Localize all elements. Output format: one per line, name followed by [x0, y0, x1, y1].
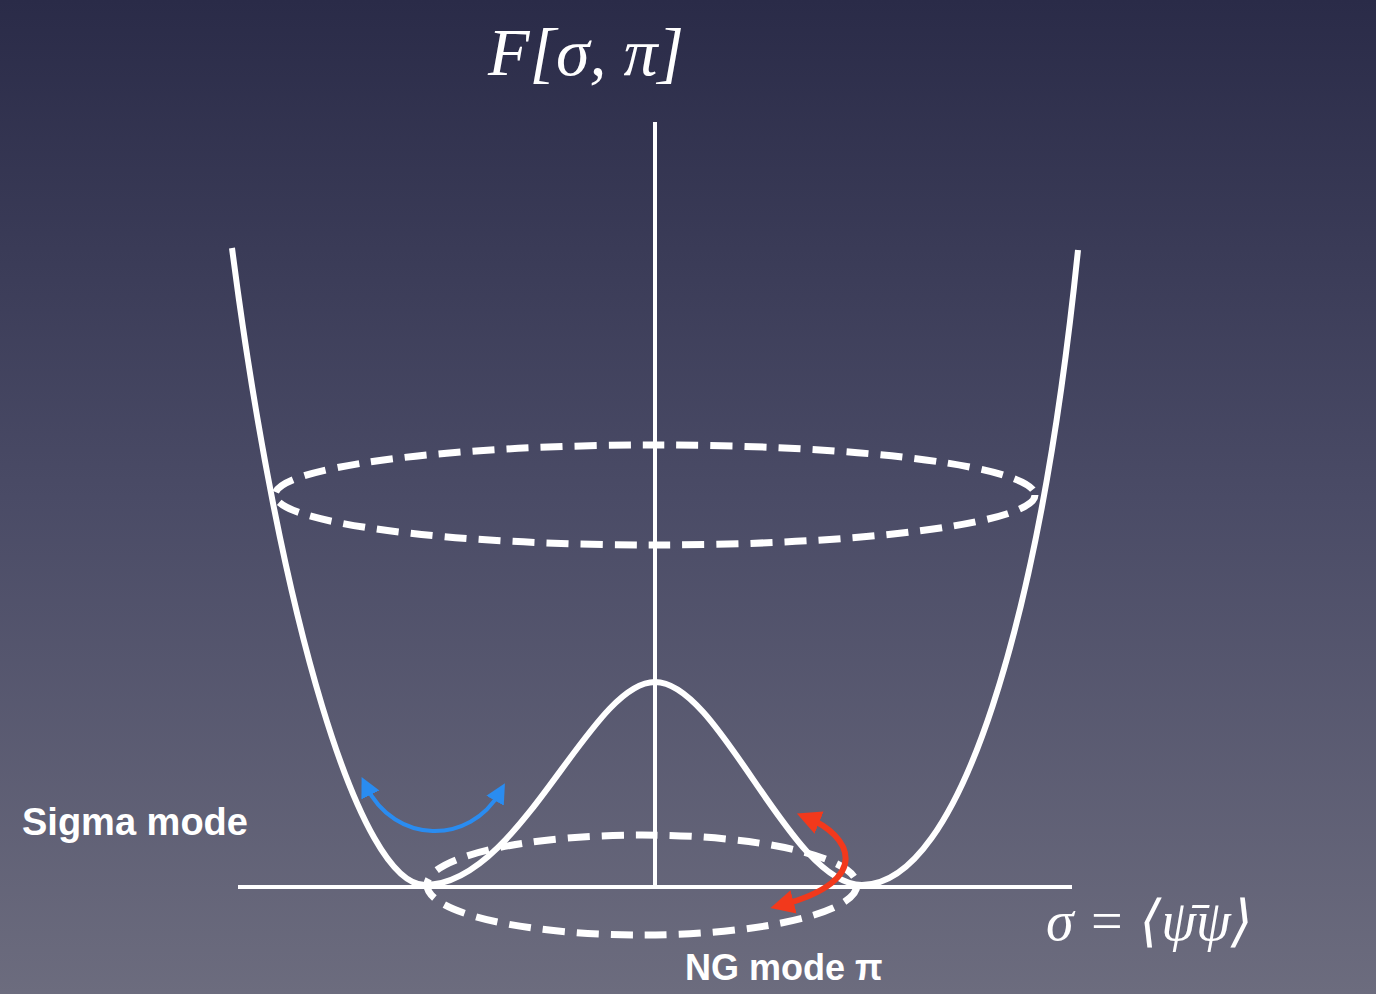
dashed-circle-upper [275, 445, 1035, 545]
axis-label: F[σ, π] [488, 18, 684, 86]
potential-curve [232, 248, 1078, 885]
axis-label: σ = ⟨ψ̄ψ⟩ [1046, 893, 1253, 949]
vertical-axis [653, 122, 657, 887]
ng-arrow [782, 818, 846, 905]
horizontal-axis [238, 885, 1072, 889]
mode-label: Sigma mode [22, 803, 248, 841]
mode-label: NG mode π [685, 950, 883, 986]
sigma-arrow [366, 786, 500, 831]
